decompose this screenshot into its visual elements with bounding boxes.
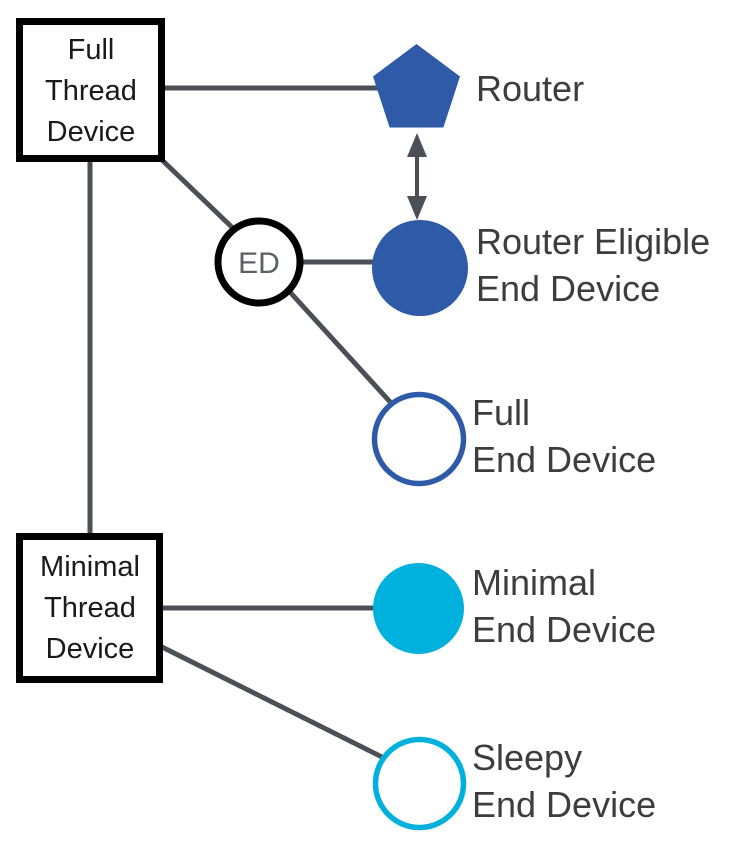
connector-ed-to-full-end-device [287, 289, 394, 406]
full-thread-device-line2: Thread [45, 75, 137, 107]
minimal-thread-device-line1: Minimal [40, 551, 140, 583]
full-end-device-node[interactable]: Full End Device [371, 391, 657, 487]
full-end-device-label-line2: End Device [472, 439, 656, 480]
minimal-end-device-node[interactable]: Minimal End Device [373, 562, 656, 654]
minimal-end-device-label-line2: End Device [472, 609, 656, 650]
minimal-end-device-label-line1: Minimal [472, 562, 596, 603]
arrow-head-down-icon [407, 196, 427, 220]
full-thread-device-line3: Device [47, 116, 136, 148]
router-eligible-end-device-node[interactable]: Router Eligible End Device [372, 220, 710, 316]
minimal-thread-device-rect [16, 533, 163, 683]
minimal-thread-device-line2: Thread [44, 592, 136, 624]
connector-layer [87, 85, 424, 765]
end-device-circle [214, 217, 304, 307]
full-end-device-circle-icon [371, 391, 467, 487]
sleepy-end-device-label-line2: End Device [472, 784, 656, 825]
sleepy-end-device-label-line1: Sleepy [472, 737, 582, 778]
minimal-thread-device-line3: Device [46, 633, 135, 665]
router-label: Router [476, 68, 584, 109]
minimal-thread-device-box[interactable]: Minimal Thread Device [16, 533, 163, 683]
router-eligible-end-device-label-line1: Router Eligible [476, 221, 710, 262]
arrow-head-up-icon [407, 133, 427, 157]
full-end-device-label-line1: Full [472, 392, 530, 433]
end-device-label: ED [238, 247, 280, 280]
router-eligible-end-device-circle-icon [372, 220, 468, 316]
router-pentagon-icon [373, 44, 460, 128]
connector-ftd-to-ed [160, 158, 240, 235]
connector-mtd-to-sleepy-end-device [160, 644, 394, 765]
full-thread-device-line1: Full [68, 34, 115, 66]
router-eligible-end-device-label-line2: End Device [476, 268, 660, 309]
minimal-end-device-circle-icon [373, 563, 464, 654]
end-device-node[interactable]: ED [214, 217, 304, 307]
router-node[interactable]: Router [373, 44, 584, 128]
full-thread-device-rect [16, 18, 165, 162]
full-thread-device-box[interactable]: Full Thread Device [16, 18, 165, 162]
router-reed-double-arrow [407, 133, 427, 220]
sleepy-end-device-circle-icon [372, 736, 467, 831]
sleepy-end-device-node[interactable]: Sleepy End Device [372, 736, 657, 831]
